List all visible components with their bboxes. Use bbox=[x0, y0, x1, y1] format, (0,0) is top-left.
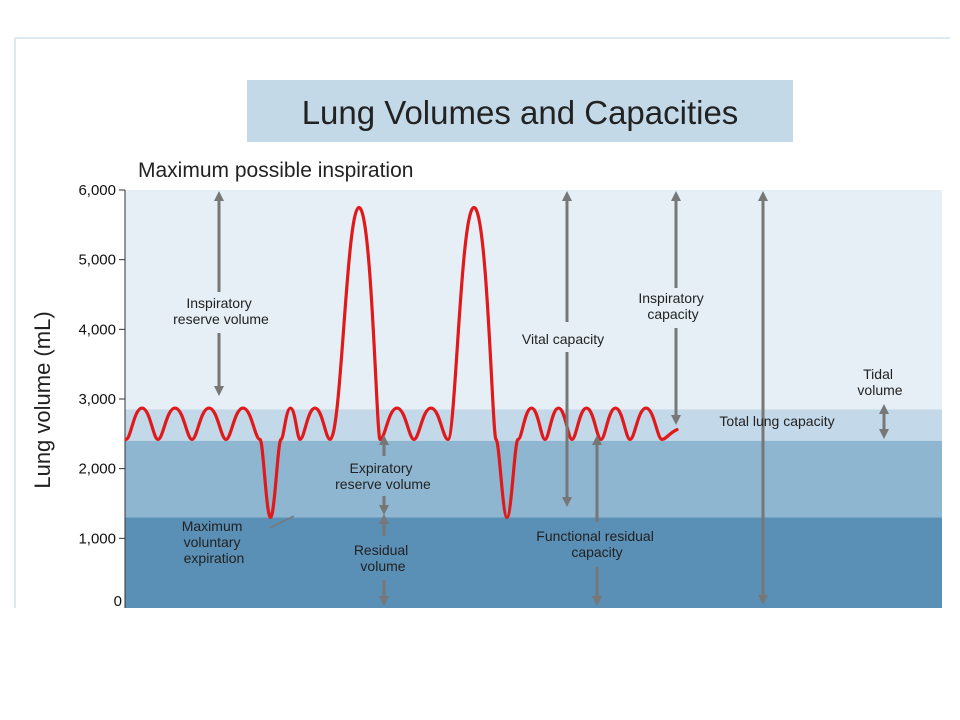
y-axis-label: Lung volume (mL) bbox=[30, 311, 55, 488]
functional-residual-label: Functional residual capacity bbox=[536, 528, 657, 560]
title-box bbox=[247, 80, 793, 142]
y-tick-label: 3,000 bbox=[78, 391, 116, 408]
tidal-band bbox=[125, 409, 942, 441]
y-tick-label: 5,000 bbox=[78, 252, 116, 269]
y-tick-label: 2,000 bbox=[78, 461, 116, 478]
expiratory-reserve-band bbox=[125, 440, 942, 518]
y-tick-label: 0 bbox=[114, 593, 122, 610]
residual-band bbox=[125, 517, 942, 608]
inspiratory-capacity-label: Inspiratory capacity bbox=[638, 290, 707, 322]
total-lung-capacity-label: Total lung capacity bbox=[719, 413, 834, 429]
y-tick-label: 6,000 bbox=[78, 182, 116, 199]
measurement-arrows bbox=[214, 191, 889, 606]
inspiratory-reserve-band bbox=[125, 190, 942, 410]
y-axis-ticks: 6,000 5,000 4,000 3,000 2,000 1,000 0 bbox=[78, 182, 125, 610]
diagram-title: Lung Volumes and Capacities bbox=[302, 94, 739, 131]
y-tick-label: 1,000 bbox=[78, 530, 116, 547]
y-tick-label: 4,000 bbox=[78, 321, 116, 338]
max-voluntary-expiration-label: Maximum voluntary expiration bbox=[182, 518, 247, 566]
inspiratory-reserve-label: Inspiratory reserve volume bbox=[173, 295, 269, 327]
volume-bands bbox=[125, 190, 942, 608]
max-inspiration-label: Maximum possible inspiration bbox=[138, 159, 413, 182]
expiratory-reserve-label: Expiratory reserve volume bbox=[335, 460, 431, 492]
tidal-volume-label: Tidal volume bbox=[857, 366, 902, 398]
vital-capacity-label: Vital capacity bbox=[522, 331, 604, 347]
expiration-leader-line bbox=[269, 515, 295, 529]
residual-volume-label: Residual volume bbox=[354, 542, 412, 574]
breathing-trace bbox=[124, 205, 679, 520]
